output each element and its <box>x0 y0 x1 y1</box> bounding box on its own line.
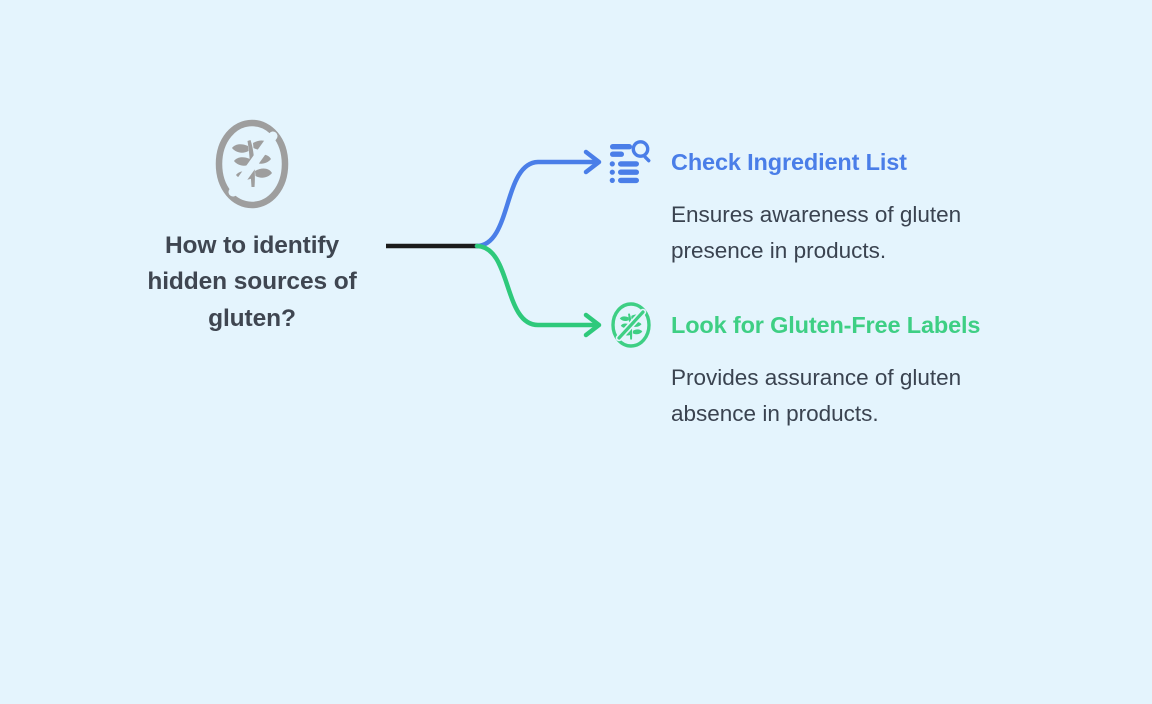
branch-description: Ensures awareness of gluten presence in … <box>671 202 962 264</box>
branch-title: Look for Gluten-Free Labels <box>671 311 981 338</box>
connector-branch-2 <box>474 243 599 328</box>
arrowhead-branch-2 <box>583 312 602 338</box>
branch-look-for-gluten-free-labels[interactable]: Look for Gluten-Free Labels Provides ass… <box>608 301 991 433</box>
gluten-free-badge-icon <box>611 302 651 348</box>
root-label: How to identify hidden sources of gluten… <box>147 232 357 332</box>
branch-header: Look for Gluten-Free Labels <box>608 301 991 349</box>
branch-check-ingredient-list[interactable]: Check Ingredient List Ensures awareness … <box>608 138 991 270</box>
root-node[interactable]: How to identify hidden sources of gluten… <box>140 118 364 337</box>
branch-header: Check Ingredient List <box>608 138 991 186</box>
branch-description: Provides assurance of gluten absence in … <box>671 365 962 427</box>
branch-title: Check Ingredient List <box>671 148 907 175</box>
connector-branch-1 <box>474 159 599 249</box>
list-search-icon <box>609 140 651 184</box>
arrowhead-branch-1 <box>583 149 602 175</box>
no-gluten-icon <box>215 119 289 209</box>
